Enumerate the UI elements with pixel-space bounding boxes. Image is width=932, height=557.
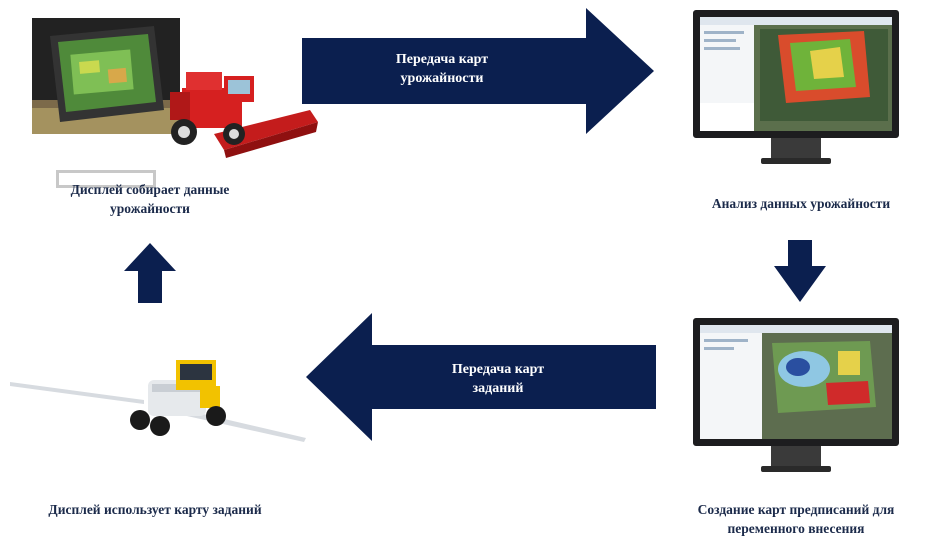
arrow-up xyxy=(124,243,176,303)
prescription-screen xyxy=(693,318,899,446)
caption-underline-box xyxy=(56,170,156,188)
monitor-base-2 xyxy=(761,466,831,472)
monitor-stand xyxy=(771,138,821,160)
arrow-transfer-yield xyxy=(302,8,654,134)
monitor-prescription xyxy=(693,318,899,478)
label-display-uses: Дисплей использует карту заданий xyxy=(48,502,262,517)
monitor-base xyxy=(761,158,831,164)
cab-display-photo xyxy=(32,18,180,134)
arrow-label-transfer-tasks: Передача карт заданий xyxy=(451,362,545,396)
arrow-down xyxy=(774,240,826,302)
label-display-collects: Дисплей собирает данные урожайности xyxy=(70,182,230,216)
arrow-transfer-tasks xyxy=(306,313,656,441)
monitor-stand-2 xyxy=(771,446,821,468)
harvester-illustration xyxy=(150,62,320,162)
label-prescription: Создание карт предписаний для переменног… xyxy=(697,502,895,536)
monitor-analysis xyxy=(693,10,899,170)
sprayer-illustration xyxy=(10,352,310,452)
analysis-screen xyxy=(693,10,899,138)
arrow-label-transfer-yield: Передача карт урожайности xyxy=(395,52,489,86)
label-analysis: Анализ данных урожайности xyxy=(711,196,891,211)
